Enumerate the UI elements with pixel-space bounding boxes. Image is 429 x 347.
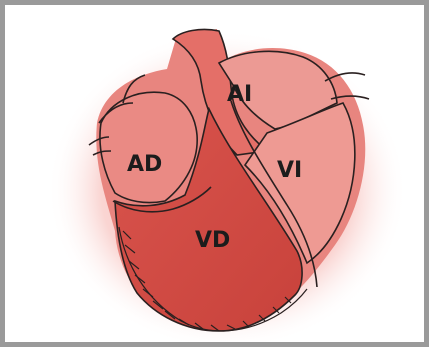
label-vd: VD — [195, 228, 230, 253]
label-vi: VI — [277, 158, 302, 183]
label-ad: AD — [127, 152, 162, 177]
label-ai: AI — [227, 82, 252, 107]
heart-illustration: AI AD VI VD — [5, 5, 429, 347]
